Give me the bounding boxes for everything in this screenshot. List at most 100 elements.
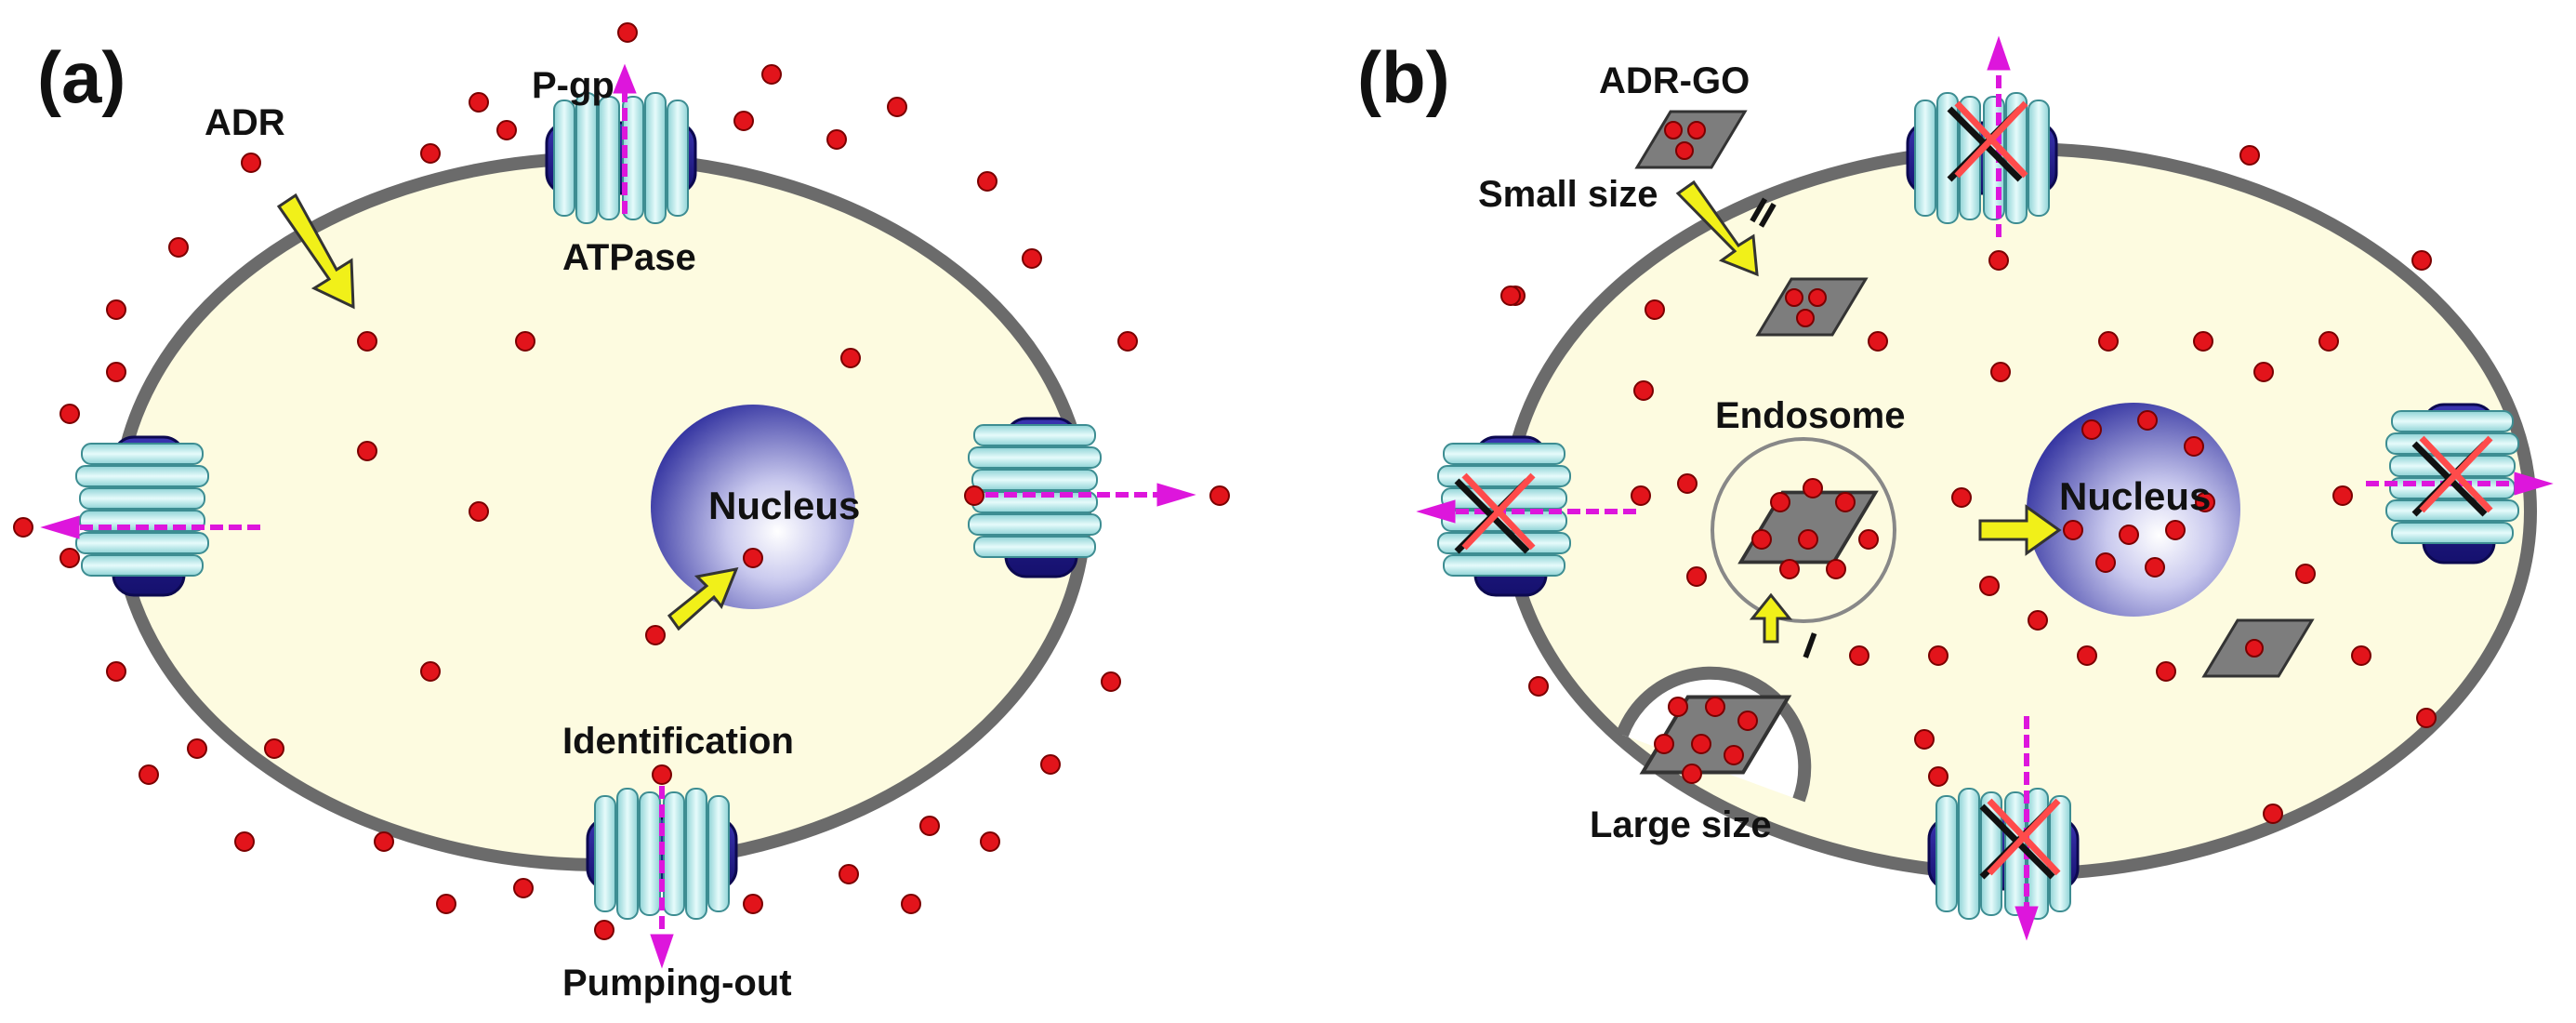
adr-drug-dot [2245, 639, 2264, 658]
adr-drug-dot [1798, 529, 1818, 550]
nucleus-label-a: Nucleus [708, 484, 860, 527]
adr-drug-dot [2295, 564, 2316, 584]
adr-drug-dot [1849, 645, 1869, 666]
adr-drug-dot [374, 831, 394, 852]
adr-drug-dot [743, 894, 763, 914]
identification-label: Identification [562, 721, 794, 762]
adr-drug-dot [2239, 145, 2260, 166]
adr-drug-dot [617, 22, 638, 43]
adr-drug-dot [1951, 487, 1972, 508]
adr-drug-dot [1117, 331, 1138, 352]
adr-drug-dot [2098, 331, 2119, 352]
small-size-label: Small size [1478, 174, 1658, 215]
adr-drug-dot [919, 816, 940, 836]
adr-drug-dot [469, 92, 489, 113]
adr-drug-dot [1687, 121, 1706, 140]
adr-drug-dot [2165, 520, 2186, 540]
adr-drug-dot [964, 485, 984, 506]
adr-drug-dot [436, 894, 456, 914]
adr-drug-dot [241, 153, 261, 173]
adr-drug-dot [1500, 286, 1521, 306]
adr-drug-dot [1914, 729, 1935, 750]
adr-drug-dot [59, 548, 80, 568]
adr-drug-dot [1979, 576, 2000, 596]
adr-drug-dot [1040, 754, 1061, 775]
adr-drug-dot [1796, 309, 1815, 327]
adr-drug-dot [1988, 250, 2009, 271]
adr-drug-dot [1737, 711, 1758, 731]
adr-drug-dot [2195, 492, 2215, 512]
adr-drug-dot [1633, 380, 1654, 401]
adr-drug-dot [2119, 525, 2139, 545]
nucleus-b [2027, 403, 2240, 617]
adr-drug-dot [1691, 734, 1711, 754]
endosome-label: Endosome [1715, 395, 1905, 436]
adr-drug-dot [1751, 529, 1772, 550]
adr-drug-dot [1668, 697, 1688, 717]
adr-drug-dot [1664, 121, 1683, 140]
adr-drug-dot [1858, 529, 1879, 550]
panel-a: (a) ADR P-gp ATPase Nucleus Identificati… [13, 22, 1230, 1003]
adr-drug-dot [887, 97, 907, 117]
adr-drug-dot [234, 831, 255, 852]
adr-drug-dot [1677, 473, 1698, 494]
adr-drug-dot [513, 878, 534, 898]
efflux-arrow-icon [40, 63, 1196, 969]
adr-drug-dot [1835, 492, 1856, 512]
nucleus-a [651, 405, 855, 609]
panel-label-b: (b) [1357, 36, 1450, 118]
adr-drug-dot [2253, 362, 2274, 382]
adr-drug-dot [2411, 250, 2432, 271]
adr-drug-dot [1770, 492, 1790, 512]
adr-drug-dots-b [1500, 121, 2437, 824]
large-size-label: Large size [1590, 804, 1772, 845]
adr-drug-dot [1826, 559, 1846, 579]
adr-drug-dot [187, 738, 207, 759]
adr-drug-dot [1675, 141, 1694, 160]
graphene-oxide-sheet-icon [1635, 110, 1747, 169]
adr-drug-dot [2351, 645, 2371, 666]
adr-drug-dot [1022, 248, 1042, 269]
adr-drug-dot [2077, 645, 2097, 666]
adr-drug-dot [2416, 708, 2437, 728]
adr-drug-dot [2332, 485, 2353, 506]
adr-drug-dot [168, 237, 189, 258]
adr-drug-dot [901, 894, 921, 914]
adr-drug-dot [2193, 331, 2213, 352]
adr-drug-dot [1528, 676, 1549, 697]
pumping-out-label: Pumping-out [562, 963, 792, 1003]
atpase-label: ATPase [562, 237, 696, 278]
adr-drug-dot [733, 111, 754, 131]
p-gp-label: P-gp [532, 65, 614, 106]
adr-drug-dot [839, 864, 859, 884]
adr-drug-dot [264, 738, 284, 759]
adr-drug-dot [980, 831, 1000, 852]
adr-drug-dot [357, 331, 377, 352]
nucleus-label-b: Nucleus [2059, 474, 2211, 518]
adr-drug-dot [1779, 559, 1800, 579]
adr-drug-dot [420, 661, 441, 682]
adr-drug-dot [1631, 485, 1651, 506]
adr-drug-dot [13, 517, 33, 538]
adr-drug-dot [1724, 745, 1744, 765]
adr-drug-dot [2137, 410, 2158, 431]
adr-drug-dot [840, 348, 861, 368]
panel-b: II I [1357, 35, 2554, 941]
adr-drug-dot [645, 625, 666, 645]
adr-go-label: ADR-GO [1599, 60, 1750, 101]
adr-drug-dot [106, 362, 126, 382]
adr-drug-dot [2156, 661, 2176, 682]
adr-drug-dot [1705, 697, 1725, 717]
adr-drug-dot [2184, 436, 2204, 457]
adr-drug-dot [1785, 288, 1803, 307]
adr-drug-dot [357, 441, 377, 461]
adr-drug-dot [2081, 419, 2102, 440]
adr-drug-dot [420, 143, 441, 164]
adr-drug-dot [2318, 331, 2339, 352]
adr-drug-dot [496, 120, 517, 140]
adr-drug-dots-a [13, 22, 1230, 940]
adr-drug-dot [2095, 552, 2116, 573]
adr-drug-dot [761, 64, 782, 85]
adr-drug-dot [1928, 645, 1949, 666]
